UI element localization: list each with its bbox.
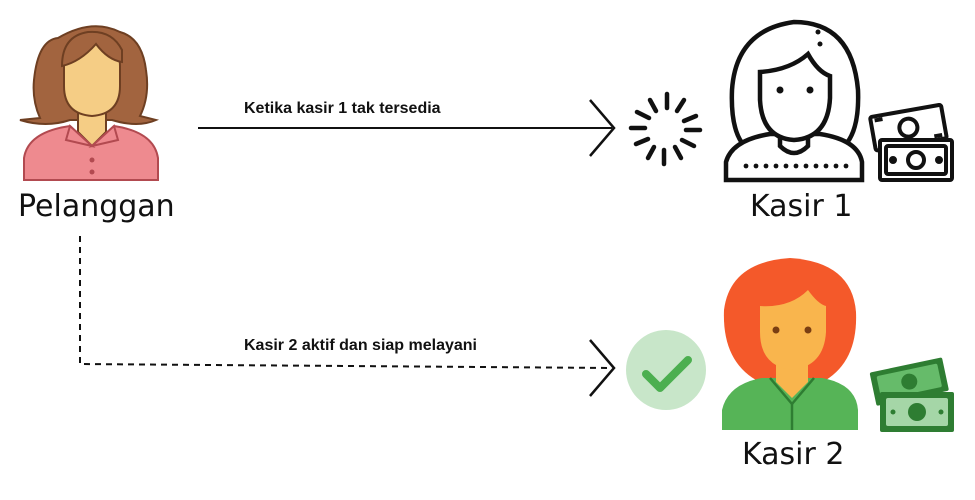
edge-to-cashier-2 <box>79 236 616 397</box>
loading-spinner-icon <box>628 91 703 167</box>
cash-green-icon <box>869 357 954 432</box>
customer-label: Pelanggan <box>18 189 175 224</box>
cashier-1-label: Kasir 1 <box>750 189 852 224</box>
cashier-1-avatar-icon <box>723 19 865 183</box>
cashier-2-avatar-icon <box>722 258 858 430</box>
edge-to-cashier-1 <box>198 99 616 157</box>
check-badge <box>626 330 706 410</box>
edge-label-cashier-1: Ketika kasir 1 tak tersedia <box>244 100 441 117</box>
customer-avatar-icon <box>19 25 160 181</box>
cashier-2-label: Kasir 2 <box>742 437 844 472</box>
cash-outline-icon <box>868 102 954 182</box>
edge-label-cashier-2: Kasir 2 aktif dan siap melayani <box>244 337 477 354</box>
check-icon <box>642 356 692 392</box>
